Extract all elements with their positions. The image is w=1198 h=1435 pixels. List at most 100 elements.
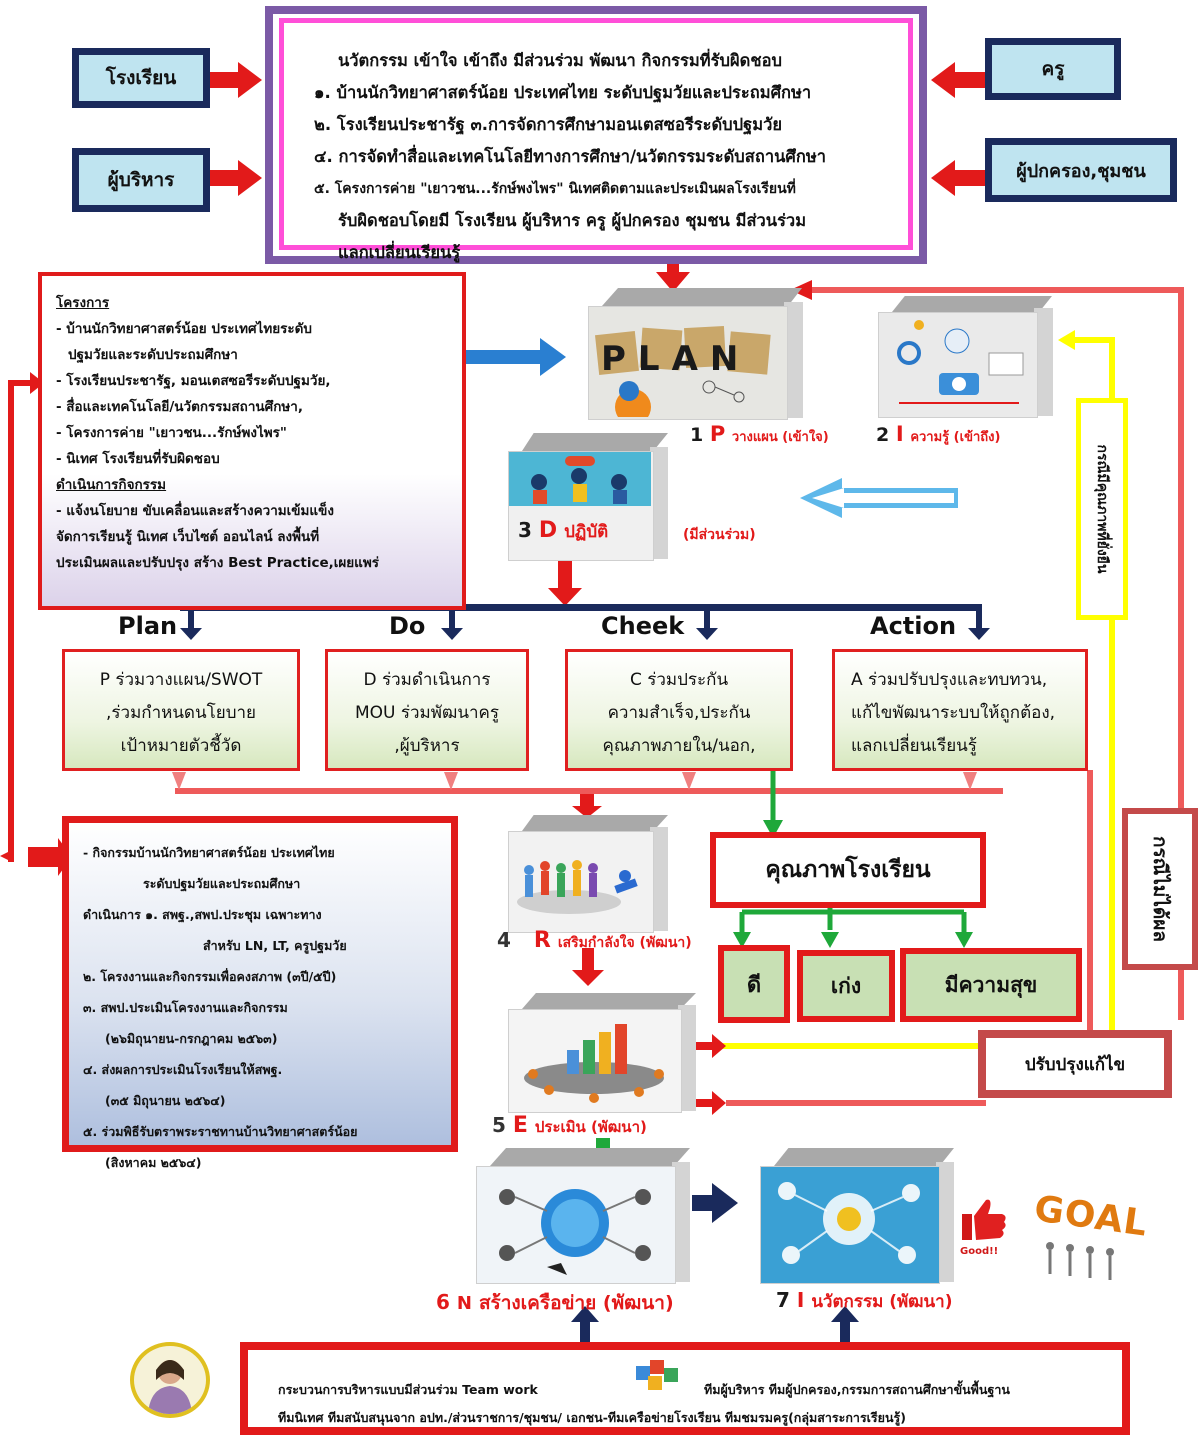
project-line: - นิเทศ โรงเรียนที่รับผิดชอบ bbox=[56, 451, 220, 467]
stakeholder-arrows bbox=[208, 62, 985, 196]
meeting-illustration bbox=[524, 1024, 664, 1103]
sustainable-quality-box: กรณีมีคุณภาพที่ยั่งยืน bbox=[1076, 398, 1128, 620]
arrow-do-down bbox=[548, 560, 582, 606]
pdca-action-line: A ร่วมปรับปรุงและทบทวน, bbox=[851, 670, 1048, 690]
activity-line: ประเมินผลและปรับปรุง สร้าง Best Practice… bbox=[56, 555, 380, 571]
good-thumbs-icon: Good!! bbox=[958, 1196, 1010, 1262]
goal-figure: GOAL bbox=[1030, 1188, 1150, 1284]
pdca-plan-line: ,ร่วมกำหนดนโยบาย bbox=[105, 703, 256, 723]
step3-extra: (มีส่วนร่วม) bbox=[683, 527, 756, 543]
innovation-line: ๑. บ้านนักวิทยาศาสตร์น้อย ประเทศไทย ระดั… bbox=[314, 83, 812, 102]
step7-text: นวัตกรรม (พัฒนา) bbox=[811, 1292, 953, 1312]
plan-illustration bbox=[595, 325, 771, 425]
step5-letter: E bbox=[512, 1113, 528, 1138]
science-line: ระดับปฐมวัยและประถมศึกษา bbox=[143, 876, 301, 891]
stakeholder-school: โรงเรียน bbox=[72, 48, 210, 108]
step3-text: ปฏิบัติ bbox=[564, 522, 609, 542]
yellow-loop bbox=[720, 337, 1115, 1049]
project-line: - สื่อและเทคโนโลยี/นวัตกรรมสถานศึกษา, bbox=[56, 399, 303, 415]
activity-line: - แจ้งนโยบาย ขับเคลื่อนและสร้างความเข้มแ… bbox=[56, 503, 334, 519]
science-line: (๒๖มิถุนายน-กรกฎาคม ๒๕๖๓) bbox=[105, 1031, 278, 1046]
teamwork-line-1b: ทีมผู้บริหาร ทีมผู้ปกครอง,กรรมการสถานศึก… bbox=[704, 1382, 1010, 1397]
step5-text: ประเมิน (พัฒนา) bbox=[534, 1118, 647, 1136]
network-cube bbox=[476, 1148, 690, 1284]
step3-letter: D bbox=[538, 518, 558, 543]
innovation-box: นวัตกรรม เข้าใจ เข้าถึง มีส่วนร่วม พัฒนา… bbox=[265, 6, 927, 264]
innovation-line: แลกเปลี่ยนเรียนรู้ bbox=[338, 243, 461, 262]
step1-label: 1 P วางแผน (เข้าใจ) bbox=[690, 422, 829, 447]
step2-letter: I bbox=[895, 422, 904, 446]
arrow-project-to-plan bbox=[462, 338, 566, 376]
step7-label: 7 I นวัตกรรม (พัฒนา) bbox=[776, 1288, 952, 1315]
science-line: ๒. โครงงานและกิจกรรมเพื่อคงสภาพ (๓ปี/๕ปี… bbox=[83, 969, 337, 984]
science-line: ๓. สพป.ประเมินโครงงานและกิจกรรม bbox=[83, 1000, 288, 1015]
innovation-line: ๒. โรงเรียนประชารัฐ ๓.การจัดการศึกษามอนเ… bbox=[314, 115, 783, 134]
project-line: - โรงเรียนประชารัฐ, มอนเตสซอรีระดับปฐมวั… bbox=[56, 373, 331, 389]
step4-text: เสริมกำลังใจ (พัฒนา) bbox=[557, 935, 692, 951]
science-line: ๕. ร่วมพิธีรับตราพระราชทานบ้านวิทยาศาสตร… bbox=[83, 1124, 358, 1139]
stakeholder-parent-label: ผู้ปกครอง,ชุมชน bbox=[1016, 160, 1146, 182]
pdca-check-line: C ร่วมประกัน bbox=[629, 670, 729, 690]
school-quality-label: คุณภาพโรงเรียน bbox=[765, 857, 931, 883]
science-line: - กิจกรรมบ้านนักวิทยาศาสตร์น้อย ประเทศไท… bbox=[83, 845, 335, 860]
project-heading: โครงการ bbox=[56, 295, 110, 311]
teamwork-puzzle-icon bbox=[634, 1358, 684, 1392]
step1-text: วางแผน (เข้าใจ) bbox=[731, 430, 829, 445]
activities-heading: ดำเนินการกิจกรรม bbox=[56, 477, 167, 493]
pdca-box-do: D ร่วมดำเนินการ MOU ร่วมพัฒนาครู ,ผู้บริ… bbox=[325, 649, 529, 771]
science-line: ๔. ส่งผลการประเมินโรงเรียนให้สพฐ. bbox=[83, 1062, 283, 1077]
evaluate-cube bbox=[508, 993, 696, 1113]
project-line: - บ้านนักวิทยาศาสตร์น้อย ประเทศไทยระดับ bbox=[56, 321, 312, 337]
arrow-top-to-plan bbox=[656, 250, 690, 292]
innovation-box-inner: นวัตกรรม เข้าใจ เข้าถึง มีส่วนร่วม พัฒนา… bbox=[279, 18, 913, 262]
step3-label: 3 D ปฏิบัติ bbox=[518, 518, 608, 545]
innovation-line: รับผิดชอบโดยมี โรงเรียน ผู้บริหาร ครู ผู… bbox=[338, 211, 807, 230]
quality-smart-box: เก่ง bbox=[797, 950, 895, 1022]
not-effective-label: กรณีไม่ได้ผล bbox=[1149, 835, 1171, 943]
teamwork-line-2: ทีมนิเทศ ทีมสนับสนุนจาก อปท./ส่วนราชการ/… bbox=[278, 1410, 906, 1425]
arrow-n-to-i bbox=[692, 1183, 738, 1223]
quality-happy-label: มีความสุข bbox=[944, 972, 1038, 997]
pdca-check-line: ความสำเร็จ,ประกัน bbox=[607, 703, 751, 723]
pdca-bar bbox=[180, 604, 990, 640]
step7-number: 7 bbox=[776, 1288, 790, 1312]
do-cube bbox=[508, 433, 668, 561]
stakeholder-school-label: โรงเรียน bbox=[105, 67, 177, 89]
person-icon bbox=[148, 1360, 192, 1414]
step4-number: 4 bbox=[497, 928, 511, 952]
project-line: ปฐมวัยและระดับประถมศึกษา bbox=[68, 347, 238, 363]
improvement-label: ปรับปรุงแก้ไข bbox=[1024, 1054, 1126, 1075]
innovation-line: ๔. การจัดทำสื่อและเทคโนโลยีทางการศึกษา/น… bbox=[314, 147, 826, 166]
pdca-do-line: D ร่วมดำเนินการ bbox=[363, 670, 491, 690]
step1-number: 1 bbox=[690, 424, 704, 446]
science-line: (๓๕ มิถุนายน ๒๕๖๔) bbox=[105, 1093, 226, 1108]
innovation-line: ๕. โครงการค่าย "เยาวชน...รักษ์พงไพร" นิเ… bbox=[314, 181, 796, 197]
teamwork-box: กระบวนการบริหารแบบมีส่วนร่วม Team work ท… bbox=[240, 1342, 1130, 1435]
activity-line: จัดการเรียนรู้ นิเทศ เว็บไซต์ ออนไลน์ ลง… bbox=[56, 529, 320, 545]
knowledge-cube bbox=[878, 296, 1053, 418]
do-illustration bbox=[509, 452, 651, 506]
science-activities-box: - กิจกรรมบ้านนักวิทยาศาสตร์น้อย ประเทศไท… bbox=[62, 816, 458, 1170]
step5-label: 5 E ประเมิน (พัฒนา) bbox=[492, 1113, 647, 1139]
school-quality-box: คุณภาพโรงเรียน bbox=[710, 832, 986, 908]
pdca-box-check: C ร่วมประกัน ความสำเร็จ,ประกัน คุณภาพภาย… bbox=[565, 649, 793, 771]
pdca-header-check: Cheek bbox=[601, 612, 685, 640]
pdca-header-do: Do bbox=[389, 612, 426, 640]
team-illustration bbox=[517, 860, 638, 914]
stakeholder-teacher: ครู bbox=[985, 38, 1121, 100]
quality-good-box: ดี bbox=[718, 945, 790, 1023]
avatar-logo bbox=[130, 1342, 210, 1418]
plan-cube: PLAN bbox=[588, 288, 803, 425]
quality-good-label: ดี bbox=[746, 972, 762, 998]
pdca-action-line: แลกเปลี่ยนเรียนรู้ bbox=[851, 736, 977, 756]
innovation-illustration bbox=[761, 1167, 937, 1281]
arrow-e-right bbox=[690, 1034, 986, 1115]
improvement-box: ปรับปรุงแก้ไข bbox=[978, 1030, 1172, 1098]
knowledge-illustration bbox=[897, 320, 1024, 404]
science-line: สำหรับ LN, LT, ครูปฐมวัย bbox=[203, 938, 347, 953]
pdca-action-line: แก้ไขพัฒนาระบบให้ถูกต้อง, bbox=[851, 703, 1056, 723]
pdca-check-line: คุณภาพภายใน/นอก, bbox=[602, 736, 756, 756]
teamwork-line-1: กระบวนการบริหารแบบมีส่วนร่วม Team work bbox=[278, 1382, 538, 1397]
pdca-return-bar bbox=[172, 772, 1003, 818]
not-effective-box: กรณีไม่ได้ผล bbox=[1122, 808, 1198, 970]
